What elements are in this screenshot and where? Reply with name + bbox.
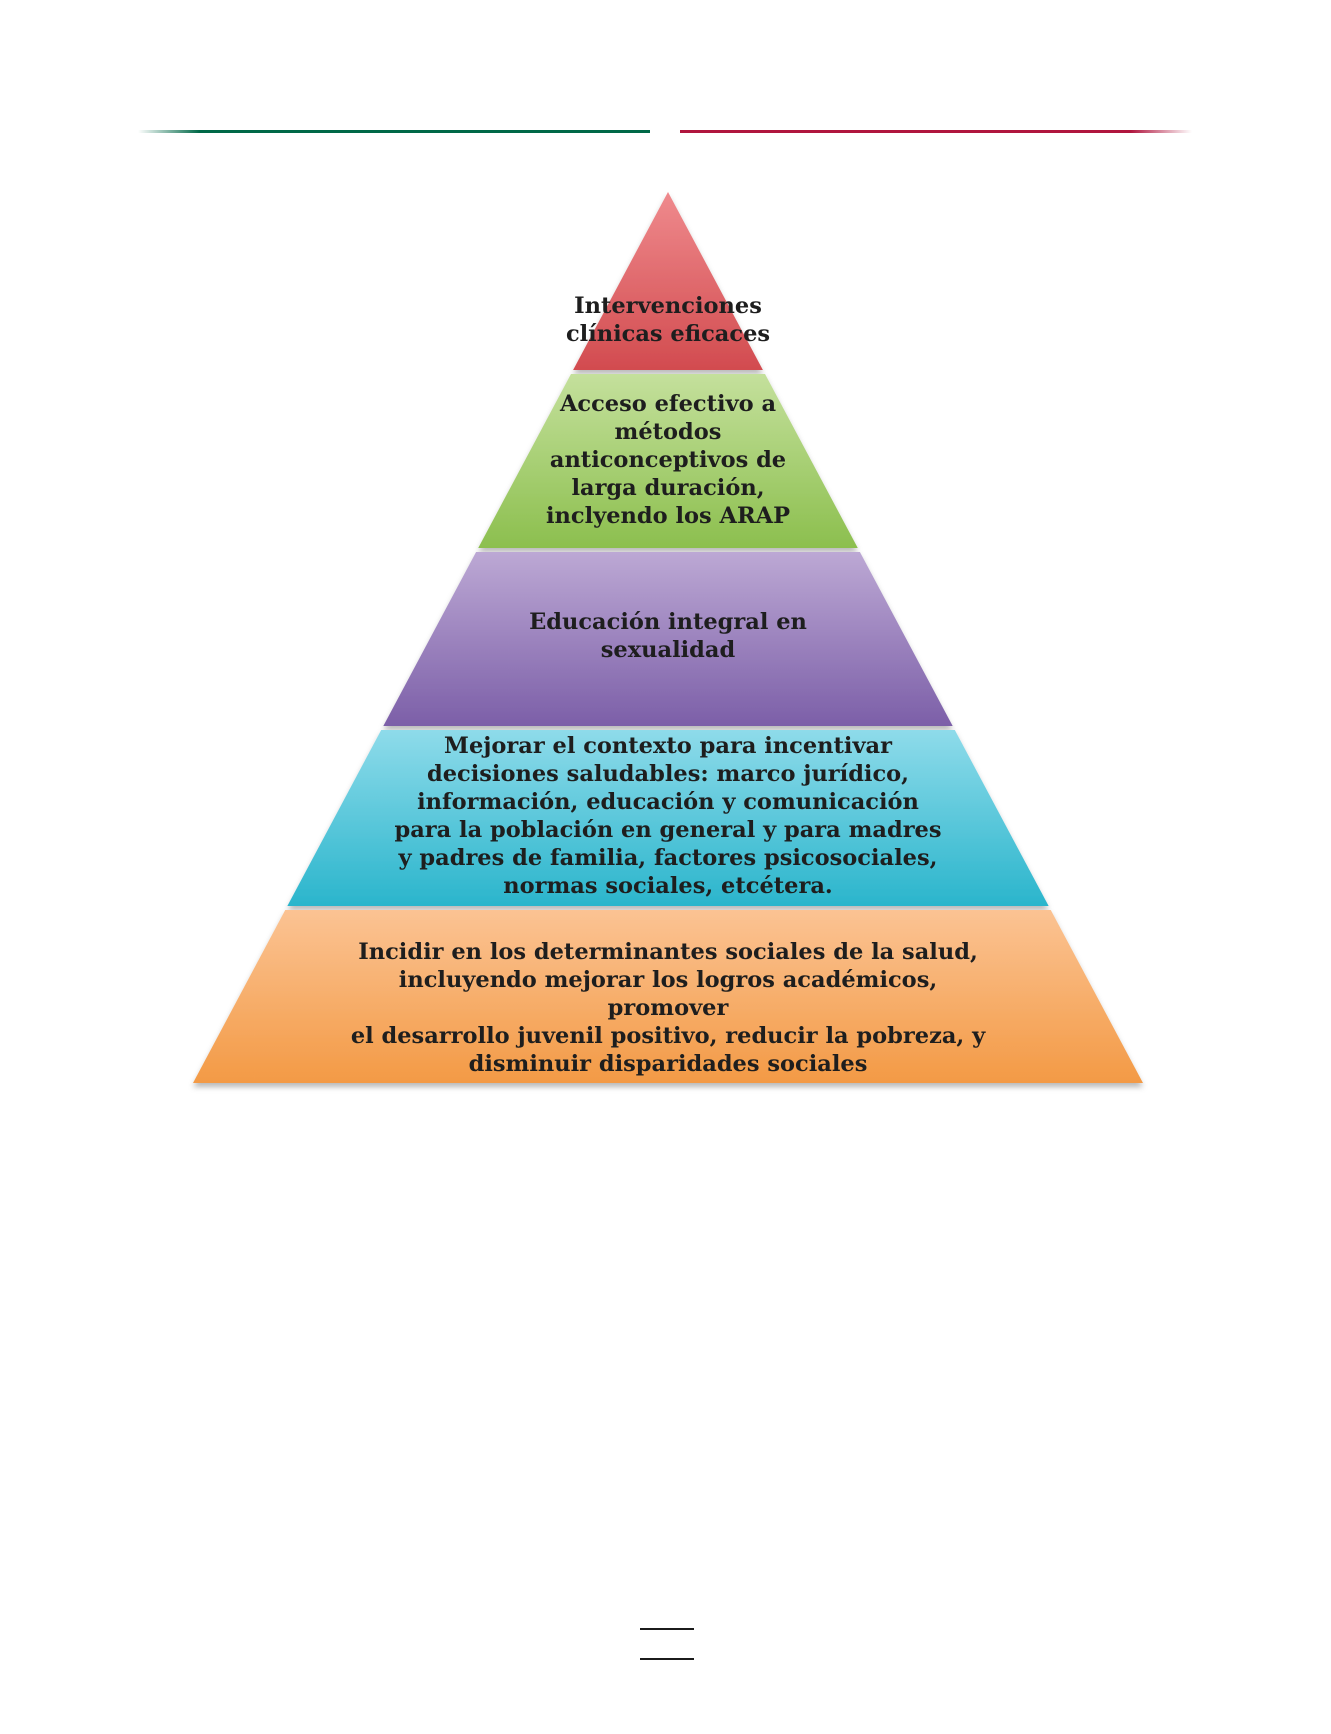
level-label-5: Incidir en los determinantes sociales de… <box>350 939 986 1077</box>
level-label-1: Intervenciones clínicas eficaces <box>565 293 771 347</box>
pyramid-level-4 <box>287 730 1049 906</box>
pyramid-level-1 <box>573 192 763 370</box>
header-rule-red <box>680 130 1192 133</box>
pyramid-level-5 <box>193 910 1143 1083</box>
level-label-4: Mejorar el contexto para incentivar deci… <box>394 733 942 899</box>
level-label-2: Acceso efectivo a métodos anticonceptivo… <box>545 391 791 529</box>
level-label-3: Educación integral en sexualidad <box>529 609 807 663</box>
pyramid-level-3 <box>383 552 953 726</box>
header-rule-green <box>138 130 650 133</box>
page-number-box <box>640 1628 694 1660</box>
pyramid-level-2 <box>478 374 858 548</box>
